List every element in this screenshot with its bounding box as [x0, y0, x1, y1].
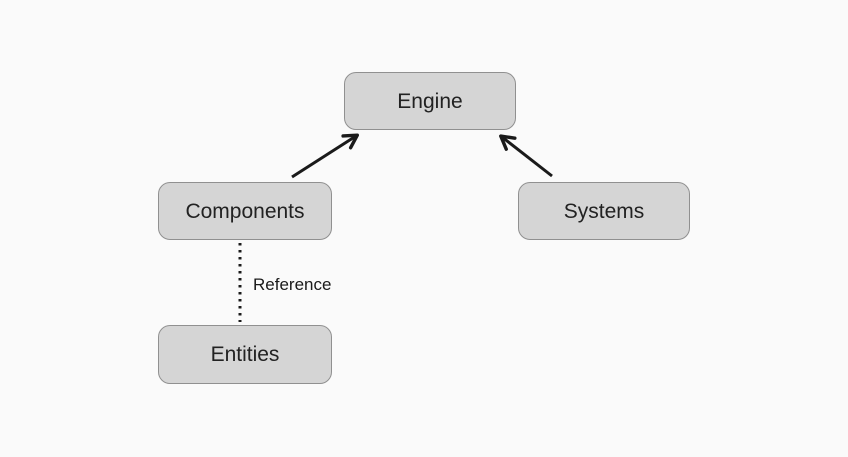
node-entities: Entities	[158, 325, 332, 384]
edge-systems-to-engine-arrow	[499, 134, 553, 178]
node-engine: Engine	[344, 72, 516, 130]
edge-label-reference: Reference	[251, 275, 334, 296]
node-components: Components	[158, 182, 332, 240]
node-engine-label: Engine	[397, 89, 463, 113]
node-components-label: Components	[185, 199, 305, 223]
edge-components-to-engine-arrow	[291, 133, 360, 179]
node-systems: Systems	[518, 182, 690, 240]
node-systems-label: Systems	[563, 199, 645, 223]
node-entities-label: Entities	[210, 343, 280, 366]
